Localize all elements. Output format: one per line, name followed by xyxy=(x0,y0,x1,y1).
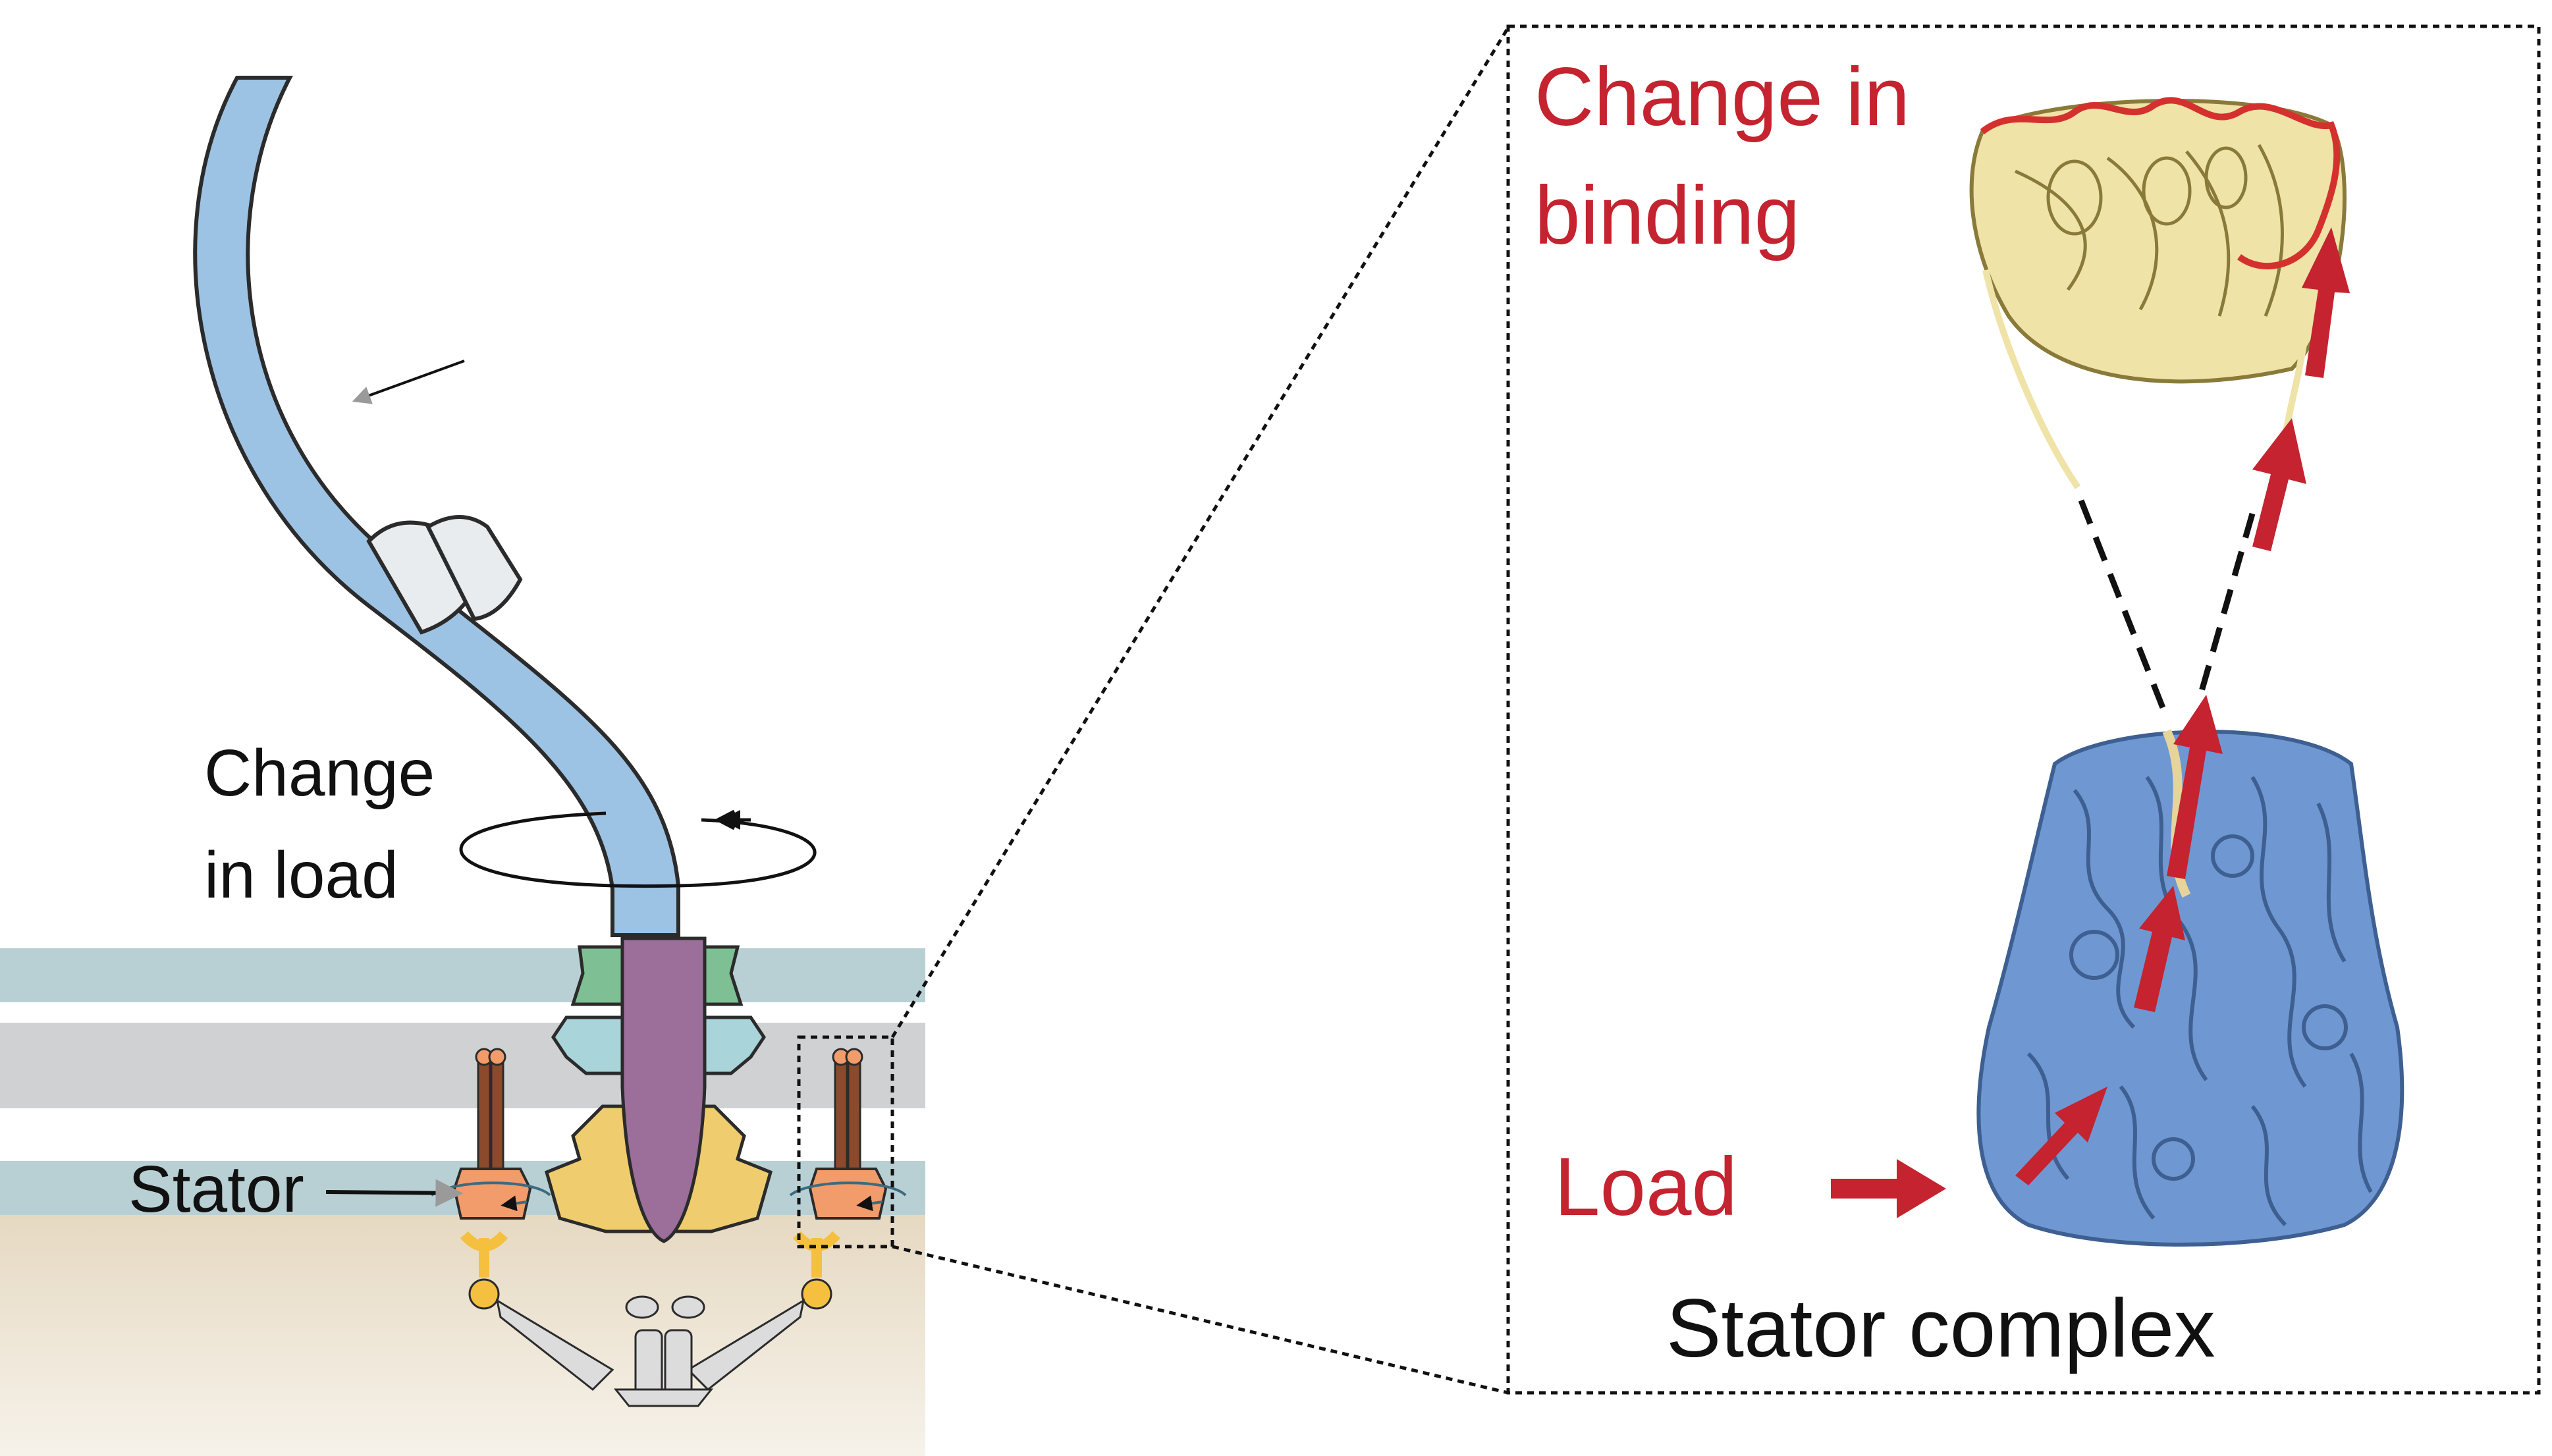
flagellar-filament xyxy=(193,76,680,937)
linker-right-dashed xyxy=(2196,512,2256,699)
outer-membrane xyxy=(0,948,925,1002)
load-label: Load xyxy=(1554,1141,1737,1233)
stator-right-cring-link xyxy=(792,1231,841,1278)
export-apparatus xyxy=(495,1295,805,1407)
change-in-binding-label-line1: Change in xyxy=(1534,51,1910,143)
stator-left-cring-link xyxy=(460,1231,508,1278)
rotation-indicator xyxy=(459,809,817,888)
change-in-binding-label-line2: binding xyxy=(1534,170,1800,261)
stator-label: Stator xyxy=(128,1152,304,1226)
arrow-2 xyxy=(2134,886,2185,1012)
stator-right xyxy=(789,1048,907,1310)
arrow-5 xyxy=(2302,227,2350,378)
stator-complex-label: Stator complex xyxy=(1666,1283,2215,1374)
peptidoglycan-binding-domain xyxy=(1969,97,2347,384)
arrow-3 xyxy=(2167,695,2223,879)
change-in-load-label-line2: in load xyxy=(204,838,398,912)
arrow-4 xyxy=(2252,418,2306,551)
zoom-source-box xyxy=(797,1035,894,1249)
peptidoglycan-layer xyxy=(0,1023,925,1108)
linker-left xyxy=(1982,269,2081,489)
zoom-line-bottom xyxy=(892,1245,1509,1395)
stator-pointer-arrow xyxy=(325,1179,464,1207)
force-arrows xyxy=(1831,227,2350,1218)
arrow-1 xyxy=(2015,1087,2107,1185)
drive-shaft-rod xyxy=(620,936,707,1243)
basal-body xyxy=(544,936,773,1243)
load-input-arrow xyxy=(1831,1159,1946,1218)
change-in-load-label-line1: Change xyxy=(204,736,435,810)
flagellum xyxy=(193,76,680,937)
filament-pointer-arrow xyxy=(352,360,465,404)
cytoplasm xyxy=(0,1215,925,1456)
zoom-line-top xyxy=(890,26,1510,1038)
binding-loops xyxy=(1980,97,2341,270)
hook-rings xyxy=(366,515,523,635)
